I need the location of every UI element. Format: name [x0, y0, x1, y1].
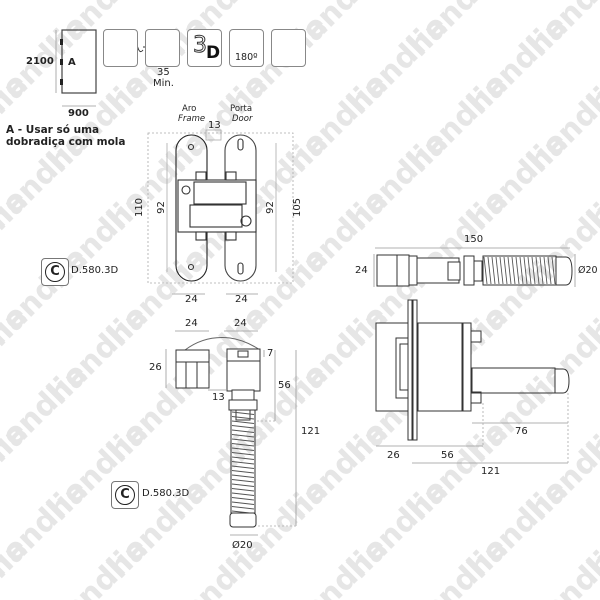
product-code-2: D.580.3D	[142, 488, 190, 499]
spring-icon-box	[103, 29, 138, 67]
c-badge-icon: C	[115, 485, 135, 505]
side-offset: 13	[212, 392, 225, 403]
side-total: 121	[301, 426, 321, 437]
min-thickness-value: 35	[157, 67, 170, 78]
product-code-1: D.580.3D	[71, 265, 119, 276]
inner-right-dimension: 92	[264, 201, 276, 214]
gap-dimension: 13	[208, 120, 221, 131]
door-height-label: 2100	[26, 56, 54, 67]
frame-label-pt: Aro	[182, 104, 197, 114]
min-thickness-sublabel: Min.	[153, 78, 174, 89]
note-line-1: A - Usar só uma	[6, 124, 100, 136]
plan-spring: 76	[515, 426, 528, 437]
top-view-hinge	[373, 247, 576, 287]
height-left-dimension: 110	[134, 197, 146, 218]
self-closing-icon-box	[271, 29, 306, 67]
opening-180-icon-box: 180º	[229, 29, 264, 67]
3d-small-label: D	[206, 43, 221, 63]
product-code-badge-1: C	[41, 258, 69, 286]
height-right-dimension: 105	[292, 197, 304, 218]
side-top: 7	[267, 348, 274, 359]
top-length: 150	[464, 234, 484, 245]
side-width-left: 24	[185, 318, 198, 329]
product-code-badge-2: C	[111, 481, 139, 509]
side-depth: 56	[278, 380, 291, 391]
door-label-en: Door	[232, 114, 253, 124]
width-right-dimension: 24	[235, 294, 248, 305]
plan-total: 121	[481, 466, 501, 477]
spring-coils	[483, 256, 556, 285]
door-label-pt: Porta	[230, 104, 253, 114]
c-badge-icon: C	[45, 262, 65, 282]
front-view-hinge	[147, 129, 294, 295]
side-width-right: 24	[234, 318, 247, 329]
frame-label-en: Frame	[178, 114, 206, 124]
opening-180-label: 180º	[235, 52, 258, 63]
top-height: 24	[355, 265, 368, 276]
plan-left: 26	[387, 450, 400, 461]
door-diagram	[55, 29, 97, 107]
width-left-dimension: 24	[185, 294, 198, 305]
3d-big-label: 3	[193, 33, 208, 59]
top-diameter: Ø20	[578, 265, 598, 276]
side-view-hinge	[165, 330, 297, 536]
door-width-label: 900	[68, 108, 89, 119]
side-block-height: 26	[149, 362, 162, 373]
door-hinge-label: A	[68, 57, 76, 68]
usage-note: A - Usar só uma dobradiça com mola	[6, 124, 125, 148]
3d-adjust-icon-box: 3 D	[187, 29, 222, 67]
min-thickness-icon-box	[145, 29, 180, 67]
plan-view-hinge	[375, 299, 570, 464]
note-line-2: dobradiça com mola	[6, 136, 126, 148]
side-diameter: Ø20	[232, 540, 253, 551]
plan-middle: 56	[441, 450, 454, 461]
spring-coils	[231, 411, 255, 514]
inner-left-dimension: 92	[155, 201, 167, 214]
